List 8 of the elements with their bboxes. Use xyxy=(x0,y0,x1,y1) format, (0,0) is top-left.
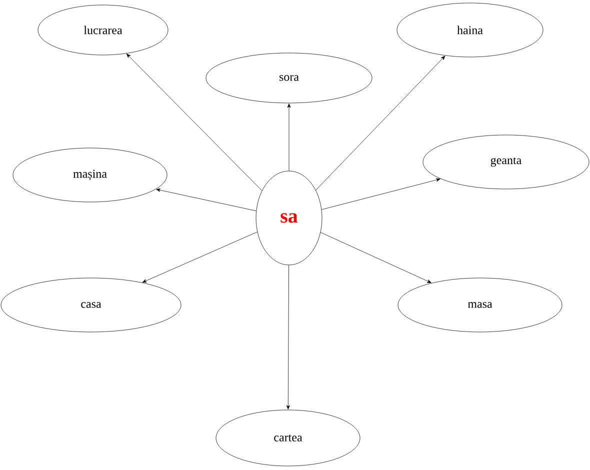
arrow xyxy=(142,232,258,283)
arrow xyxy=(321,178,440,210)
arrow xyxy=(287,104,291,171)
arrow xyxy=(320,232,432,283)
arrow xyxy=(126,54,262,191)
arrow xyxy=(316,56,446,190)
arrow xyxy=(156,188,256,212)
arrow xyxy=(286,265,290,410)
